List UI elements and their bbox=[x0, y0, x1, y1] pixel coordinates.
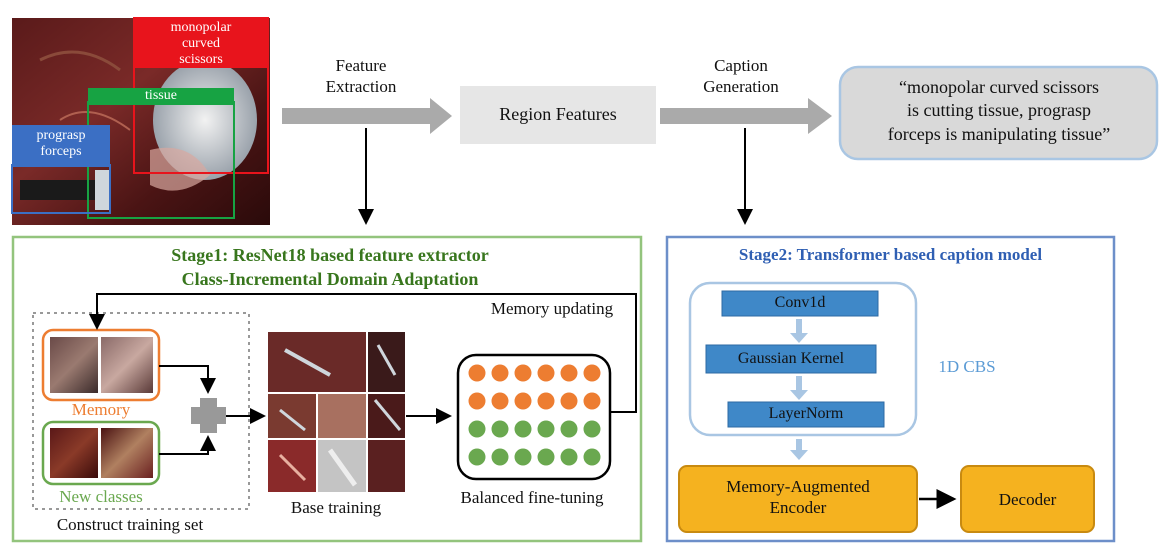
class-dot bbox=[491, 392, 509, 410]
class-dot bbox=[514, 420, 532, 438]
class-dot bbox=[583, 392, 601, 410]
class-dot bbox=[537, 392, 555, 410]
stage2-frame bbox=[665, 235, 1116, 543]
memory-updating-label: Memory updating bbox=[490, 299, 614, 318]
label-scissors: monopolar curved scissors bbox=[170, 20, 232, 68]
class-dot bbox=[514, 448, 532, 466]
memory-image-2 bbox=[101, 337, 153, 393]
decoder-label: Decoder bbox=[998, 490, 1057, 509]
stage1-frame bbox=[11, 235, 643, 543]
label-forceps: prograsp forceps bbox=[36, 128, 86, 160]
class-dot bbox=[468, 420, 486, 438]
gaussian-kernel-label: Gaussian Kernel bbox=[737, 350, 845, 367]
construct-training-set-frame bbox=[32, 312, 250, 510]
label-tissue: tissue bbox=[145, 88, 177, 103]
class-dots bbox=[468, 364, 601, 466]
layernorm-label: LayerNorm bbox=[768, 405, 844, 422]
stage1-title-line1: Stage1: ResNet18 based feature extractor bbox=[171, 245, 489, 265]
caption-box bbox=[838, 65, 1159, 161]
feature-extraction-label: Feature Extraction bbox=[325, 56, 397, 97]
new-classes-label: New classes bbox=[59, 487, 143, 506]
region-features-label: Region Features bbox=[499, 104, 617, 124]
layernorm-block bbox=[727, 401, 885, 428]
base-training-grid bbox=[268, 332, 405, 492]
construct-training-set-label: Construct training set bbox=[56, 515, 204, 534]
class-dot bbox=[468, 392, 486, 410]
encoder-block bbox=[678, 465, 918, 533]
stage1-title: Stage1: ResNet18 based feature extractor… bbox=[60, 243, 600, 292]
balanced-fine-tuning-frame bbox=[456, 353, 612, 481]
class-dot bbox=[560, 420, 578, 438]
class-dot bbox=[537, 448, 555, 466]
class-dot bbox=[491, 448, 509, 466]
class-dot bbox=[514, 392, 532, 410]
encoder-label: Memory-Augmented Encoder bbox=[726, 477, 870, 518]
stage1-title-line2: Class-Incremental Domain Adaptation bbox=[181, 269, 479, 290]
class-dot bbox=[491, 420, 509, 438]
class-dot bbox=[514, 364, 532, 382]
class-dot bbox=[583, 364, 601, 382]
arrow-feature-extraction bbox=[282, 98, 452, 134]
conv1d-label: Conv1d bbox=[774, 294, 826, 311]
memory-updating-arrow bbox=[89, 293, 637, 413]
class-dot bbox=[468, 448, 486, 466]
class-dot bbox=[560, 392, 578, 410]
class-dot bbox=[537, 420, 555, 438]
memory-label: Memory bbox=[71, 400, 131, 419]
gaussian-kernel-block bbox=[705, 344, 877, 374]
balanced-fine-tuning-label: Balanced fine-tuning bbox=[460, 488, 604, 507]
class-dot bbox=[468, 364, 486, 382]
class-dot bbox=[491, 364, 509, 382]
class-dot bbox=[583, 420, 601, 438]
base-training-label: Base training bbox=[290, 498, 382, 517]
stage2-title: Stage2: Transformer based caption model bbox=[738, 245, 1043, 264]
cbs-container bbox=[688, 281, 918, 437]
region-features-box bbox=[460, 86, 656, 144]
cbs-label: 1D CBS bbox=[938, 357, 996, 376]
plus-icon bbox=[191, 398, 226, 433]
caption-generation-label: Caption Generation bbox=[703, 56, 779, 97]
class-dot bbox=[560, 364, 578, 382]
class-dot bbox=[560, 448, 578, 466]
surgical-scene-image bbox=[11, 17, 270, 225]
memory-image-1 bbox=[50, 337, 98, 393]
new-class-image-2 bbox=[101, 428, 153, 478]
class-dot bbox=[537, 364, 555, 382]
caption-text: “monopolar curved scissors is cutting ti… bbox=[887, 77, 1111, 144]
new-class-image-1 bbox=[50, 428, 98, 478]
arrow-caption-generation bbox=[660, 98, 832, 134]
conv1d-block bbox=[721, 290, 879, 317]
class-dot bbox=[583, 448, 601, 466]
decoder-block bbox=[960, 465, 1095, 533]
